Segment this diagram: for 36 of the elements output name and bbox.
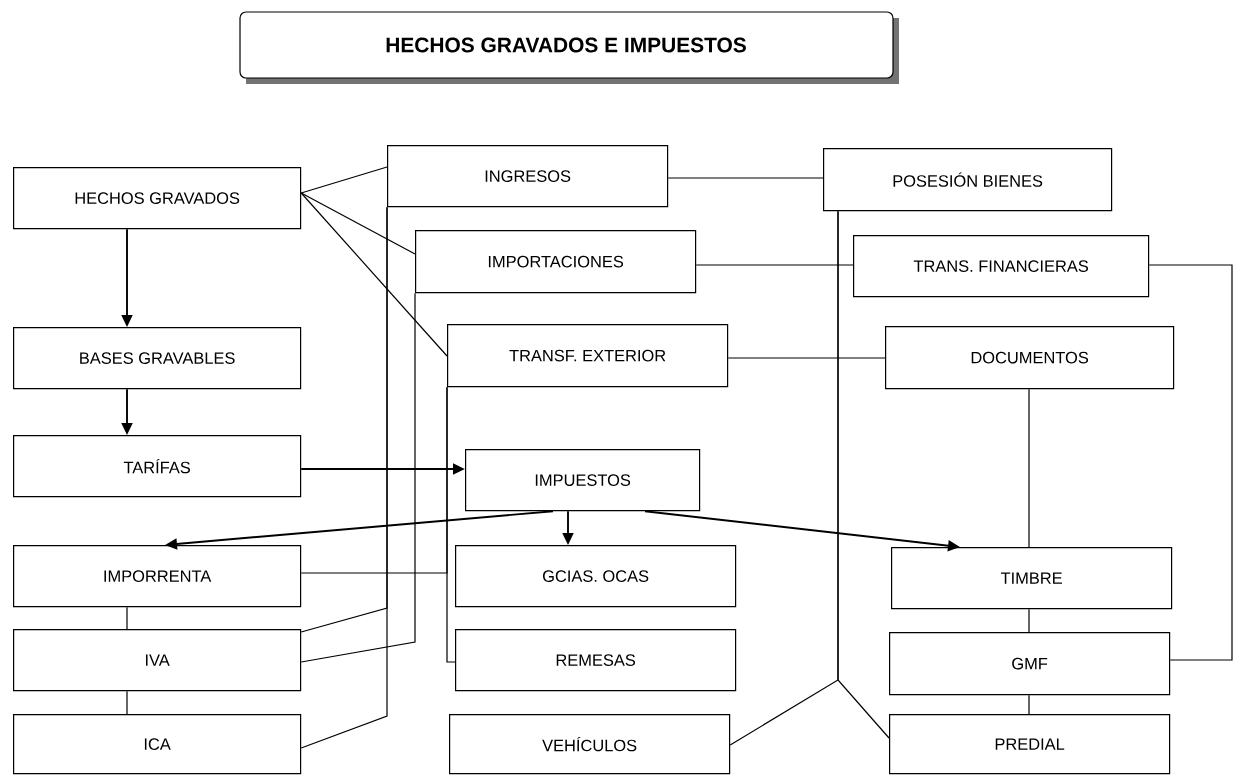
connector-line <box>300 192 416 255</box>
process-box: INGRESOS <box>387 145 669 208</box>
process-box: TRANSF. EXTERIOR <box>447 324 729 388</box>
connector-line <box>126 606 128 630</box>
process-box: REMESAS <box>455 629 737 692</box>
process-box: TRANS. FINANCIERAS <box>853 235 1150 298</box>
connector-line <box>1028 608 1030 633</box>
process-box: VEHÍCULOS <box>449 714 731 775</box>
connector-line <box>1028 694 1030 715</box>
process-box: GMF <box>889 632 1171 696</box>
connector-line <box>300 166 388 194</box>
connector-line <box>300 386 448 574</box>
process-box: IMPUESTOS <box>465 449 701 512</box>
process-box: POSESIÓN BIENES <box>823 148 1113 212</box>
process-box: TARÍFAS <box>13 435 302 498</box>
connector-line <box>1148 264 1233 661</box>
connector-line <box>126 690 128 715</box>
connector-line <box>837 210 890 739</box>
process-box: GCIAS. OCAS <box>455 545 737 608</box>
connector-line <box>300 292 416 663</box>
process-box: HECHOS GRAVADOS <box>13 167 302 230</box>
process-box: IVA <box>13 629 302 692</box>
process-box: BASES GRAVABLES <box>13 327 302 390</box>
connector-line <box>1028 388 1030 548</box>
connector-line <box>300 192 448 357</box>
process-box: DOCUMENTOS <box>885 326 1175 390</box>
process-box: IMPORRENTA <box>13 545 302 608</box>
connector-line <box>727 357 886 359</box>
process-box: ICA <box>13 714 302 775</box>
process-box: PREDIAL <box>889 714 1171 775</box>
connector-line <box>695 264 854 266</box>
title-box: HECHOS GRAVADOS E IMPUESTOS <box>239 11 899 84</box>
connector-line <box>300 206 388 749</box>
connector-line <box>667 177 824 179</box>
process-box: TIMBRE <box>891 547 1173 610</box>
process-box: IMPORTACIONES <box>415 230 697 294</box>
